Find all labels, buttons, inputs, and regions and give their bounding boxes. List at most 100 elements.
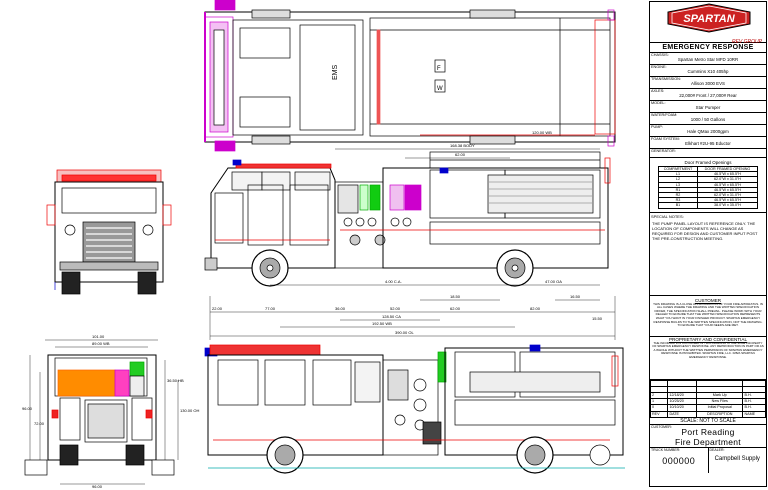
dim-7: 15.50 <box>592 316 603 321</box>
box-w-label: W <box>437 86 443 92</box>
center-dim-1: 128.50 CA <box>382 314 401 319</box>
customer-title: CUSTOMER <box>694 297 722 303</box>
rear-width-bottom: 96.00 <box>92 484 103 489</box>
division-title: EMERGENCY RESPONSE <box>650 43 766 53</box>
ems-label: EMS <box>332 65 339 81</box>
table-cell: 0 <box>649 404 669 412</box>
front-view <box>46 169 172 295</box>
customer-block: CUSTOMER: Port Reading Fire Department <box>650 425 766 448</box>
special-notes-section: SPECIAL NOTES: THE PUMP PANEL LAYOUT IS … <box>650 213 766 296</box>
spec-label: MODEL: <box>651 101 666 105</box>
side-dimension-lines <box>209 148 616 340</box>
rear-dimension-lines <box>29 339 179 485</box>
apparatus-drawing: EMS F W 120.00 WB <box>22 0 625 489</box>
special-notes-label: SPECIAL NOTES: <box>651 213 684 219</box>
table-cell: B.H. <box>742 398 766 406</box>
rear-width-inner: 89.00 WB <box>92 341 110 346</box>
rear-height-left: 96.00 <box>22 406 33 411</box>
customer-line-2: Fire Department <box>675 436 741 447</box>
proprietary-section: PROPRIETARY AND CONFIDENTIAL THE INFORMA… <box>650 337 766 380</box>
table-cell: 46.5"W x 65.5"H <box>696 171 759 178</box>
customer-text: THIS DRAWING IS A CLOSE APPROXIMATION OF… <box>653 301 763 328</box>
dim-1: 22.00 <box>212 306 223 311</box>
truck-number-label: TRUCK NUMBER: <box>651 447 681 452</box>
dim-6: 82.00 <box>530 306 541 311</box>
spec-label: TRANSMISSION: <box>651 77 681 81</box>
rear-width-top: 101.00 <box>92 334 105 339</box>
spec-model: MODEL: Star Pumper <box>650 101 766 113</box>
dim-3: 36.00 <box>335 306 346 311</box>
truck-dealer-row: TRUCK NUMBER: 000000 DEALER: Campbell Su… <box>650 447 766 473</box>
dealer-label: DEALER: <box>709 447 725 452</box>
rev-header: REV <box>649 410 669 418</box>
proprietary-title: PROPRIETARY AND CONFIDENTIAL <box>668 336 748 342</box>
spec-label: PUMP: <box>651 125 664 129</box>
rear-height-right2: 130.00 OH <box>180 408 199 413</box>
spec-value: Hale QMax 2000gpm <box>687 129 729 134</box>
table-cell: 46.5"W x 65.5"H <box>696 186 759 194</box>
table-cell: 2 <box>649 392 669 400</box>
date-header: DATE <box>667 410 698 418</box>
proprietary-text: THE INFORMATION CONTAINED IN THIS DRAWIN… <box>652 340 764 359</box>
title-block: SPARTAN REV GROUP EMERGENCY RESPONSE CHA… <box>649 1 767 487</box>
spec-axles: AXLES:22,000# Front / 27,000# Rear <box>650 89 766 101</box>
sub-dim-1: 18.50 <box>450 294 461 299</box>
rear-view <box>24 354 175 476</box>
top-view <box>204 0 616 152</box>
box-f-label: F <box>437 66 441 72</box>
wheelbase-dim: 4.00 C.A. <box>385 279 402 284</box>
brand-sub: REV GROUP <box>731 39 762 45</box>
scale-note: SCALE: NOT TO SCALE <box>650 418 766 425</box>
table-cell: 38.0"W x 35.0"H <box>696 202 759 209</box>
spec-value: Star Pumper <box>695 105 721 110</box>
specs-list: CHASSIS: Spartan Metro Star MFD 10RR ENGI… <box>650 53 766 158</box>
table-cell: New Files <box>696 398 744 406</box>
spec-value: Allison 3000 EVS <box>691 81 725 86</box>
truck-number: 000000 <box>662 455 696 466</box>
table-cell: B1 <box>658 202 698 209</box>
spec-foam-system: FOAM SYSTEM:Elkhart #2U-95 Eductor <box>650 137 766 149</box>
table-row <box>649 379 766 387</box>
spec-transmission: TRANSMISSION: Allison 3000 EVS <box>650 77 766 89</box>
table-cell: Mark Up <box>696 392 744 400</box>
door-col-opening: DOOR FRAMED OPENING <box>696 165 759 173</box>
door-table-title: Door Framed Openings <box>684 160 732 165</box>
table-cell: 62.0"W x 31.0"H <box>696 176 759 183</box>
truck-number-cell: TRUCK NUMBER: 000000 <box>650 448 708 473</box>
spec-value: Cummins X10 405hp <box>687 69 729 74</box>
table-cell: 1 <box>649 398 669 406</box>
spec-label: ENGINE: <box>651 65 667 69</box>
spec-value: Spartan Metro Star MFD 10RR <box>677 57 739 62</box>
spec-label: AXLES: <box>651 89 665 93</box>
spec-label: WATER/FOAM: <box>651 113 678 117</box>
spec-pump: PUMP: Hale QMax 2000gpm <box>650 125 766 137</box>
spec-value: 1000 / 50 Gallons <box>690 117 726 122</box>
dim-5: 62.00 <box>450 306 461 311</box>
table-cell: B.H. <box>742 404 766 412</box>
body-dim: 168.38 BODY <box>450 143 475 148</box>
top-length-dim: 120.00 WB <box>532 130 552 135</box>
center-dim-2: 192.50 WB <box>372 321 392 326</box>
spartan-logo: SPARTAN <box>667 3 751 33</box>
spec-label: CHASSIS: <box>651 53 669 57</box>
dim-2: 77.00 <box>265 306 276 311</box>
customer-label: CUSTOMER: <box>651 424 672 429</box>
special-notes-text: THE PUMP PANEL LAYOUT IS REFERENCE ONLY.… <box>652 220 758 241</box>
name-header: NAME <box>742 410 766 418</box>
spec-chassis: CHASSIS: Spartan Metro Star MFD 10RR <box>650 53 766 65</box>
rear-height-inner: 72.00 <box>34 421 45 426</box>
rear-height-right: 36.50 HB <box>167 378 184 383</box>
lower-side-view <box>204 344 625 474</box>
rear-overhang-dim: 47.00 OA <box>545 279 562 284</box>
